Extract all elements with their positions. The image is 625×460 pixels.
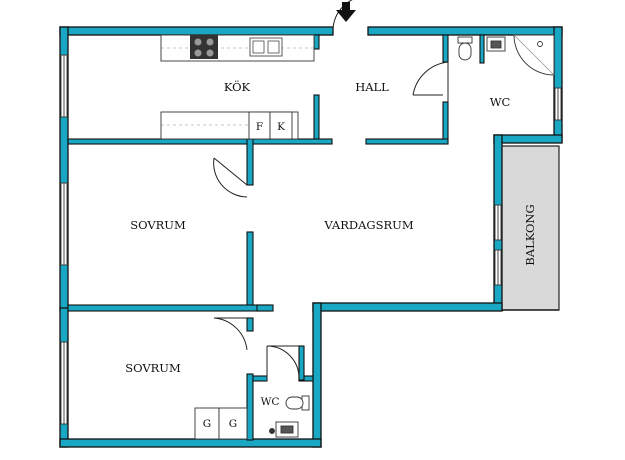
room-labels: KÖK HALL WC SOVRUM VARDAGSRUM BALKONG SO… (125, 80, 537, 408)
toilet-icon (285, 395, 310, 411)
room-label-living-room: VARDAGSRUM (323, 218, 413, 232)
wardrobe-2: G (218, 407, 248, 440)
freezer: K (269, 111, 293, 140)
interior-walls (67, 34, 485, 441)
room-label-balcony: BALKONG (523, 204, 537, 265)
doors (213, 61, 449, 381)
washbasin-icon (486, 36, 506, 52)
room-label-bedroom-2: SOVRUM (125, 361, 181, 375)
room-label-bedroom-1: SOVRUM (130, 218, 186, 232)
wardrobe-2-label: G (229, 418, 237, 430)
windows (60, 54, 562, 425)
balcony-area (500, 145, 560, 311)
fridge-label: F (256, 121, 263, 133)
wc-small-fixtures (269, 395, 310, 438)
wardrobes: G G (194, 407, 248, 440)
wardrobe-1: G (194, 407, 220, 440)
stove-icon (190, 35, 218, 59)
freezer-label: K (277, 121, 285, 133)
room-label-hall: HALL (355, 80, 389, 94)
washbasin-icon (275, 421, 299, 438)
room-label-wc-main: WC (490, 95, 511, 109)
entrance (332, 0, 356, 32)
wardrobe-1-label: G (203, 418, 211, 430)
fridge: F (248, 111, 271, 140)
sink-icon (249, 37, 283, 57)
kitchen-counter-top (160, 34, 315, 62)
room-label-kitchen: KÖK (224, 80, 251, 94)
exterior-walls (59, 26, 563, 448)
shower-icon (513, 34, 555, 76)
entrance-arrow-icon (336, 2, 356, 22)
kitchen-counter-bottom: F K (160, 111, 299, 140)
room-label-wc-small: WC (261, 396, 280, 408)
wc-main-fixtures (457, 34, 555, 76)
toilet-icon (457, 36, 473, 61)
